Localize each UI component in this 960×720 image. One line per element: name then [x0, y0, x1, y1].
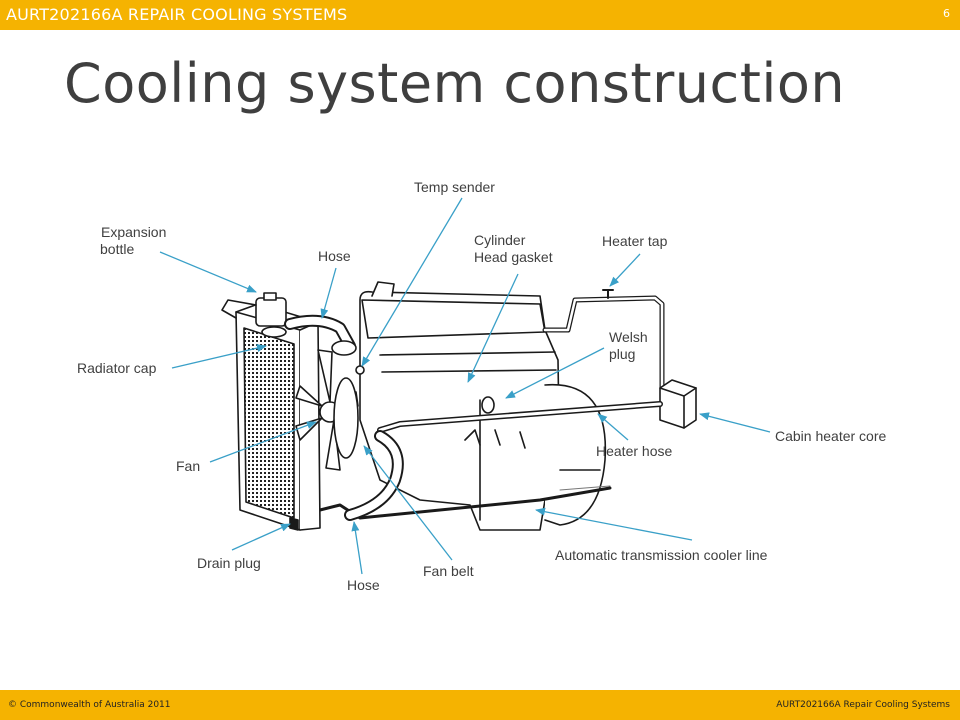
label-temp-sender: Temp sender — [414, 179, 495, 195]
label-fan: Fan — [176, 458, 201, 474]
label-hose-bottom: Hose — [347, 577, 380, 593]
label-expansion-bottle: Expansion bottle — [100, 224, 167, 257]
heater-tap — [602, 289, 614, 299]
engine-block — [359, 290, 561, 531]
arrow-welsh-plug — [505, 347, 605, 399]
arrow-fan — [209, 421, 317, 463]
footer-copyright: © Commonwealth of Australia 2011 — [8, 700, 171, 710]
radiator-cap — [261, 326, 287, 338]
page-number: 6 — [943, 7, 950, 20]
label-hose-top: Hose — [318, 248, 351, 264]
label-radiator-cap: Radiator cap — [77, 360, 157, 376]
cabin-heater-core — [659, 379, 697, 429]
arrow-expansion-bottle — [159, 251, 257, 293]
footer-course: AURT202166A Repair Cooling Systems — [776, 700, 950, 710]
footer-bar: © Commonwealth of Australia 2011 AURT202… — [0, 690, 960, 720]
radiator-core — [243, 327, 295, 519]
welsh-plug — [481, 396, 495, 414]
arrow-fan-belt — [363, 445, 453, 561]
label-cabin-heater-core: Cabin heater core — [775, 428, 887, 444]
header-bar: AURT202166A REPAIR COOLING SYSTEMS 6 — [0, 0, 960, 30]
drain-plug — [289, 517, 299, 531]
arrow-heater-tap — [609, 253, 641, 287]
label-cylinder-head-gasket: Cylinder Head gasket — [474, 232, 553, 265]
arrow-trans-cooler — [535, 507, 693, 541]
arrow-cylinder-head — [467, 273, 519, 383]
label-heater-tap: Heater tap — [602, 233, 668, 249]
arrow-drain-plug — [231, 523, 291, 551]
slide-title: Cooling system construction — [64, 52, 846, 115]
temp-sender — [355, 365, 365, 375]
arrow-radiator-cap — [171, 344, 267, 369]
expansion-bottle — [255, 297, 287, 327]
label-drain-plug: Drain plug — [197, 555, 261, 571]
label-auto-trans-cooler: Automatic transmission cooler line — [555, 547, 768, 563]
arrow-hose-bottom — [351, 521, 363, 575]
arrow-heater-hose — [597, 413, 629, 441]
label-heater-hose: Heater hose — [596, 443, 673, 459]
fan-blade-1 — [317, 349, 333, 403]
arrow-cabin-heater — [699, 412, 771, 433]
arrow-temp-sender — [361, 197, 463, 367]
label-welsh-plug: Welsh plug — [609, 329, 648, 362]
label-fan-belt: Fan belt — [423, 563, 474, 579]
arrow-hose-top — [320, 267, 337, 319]
course-title: AURT202166A REPAIR COOLING SYSTEMS — [6, 5, 348, 24]
